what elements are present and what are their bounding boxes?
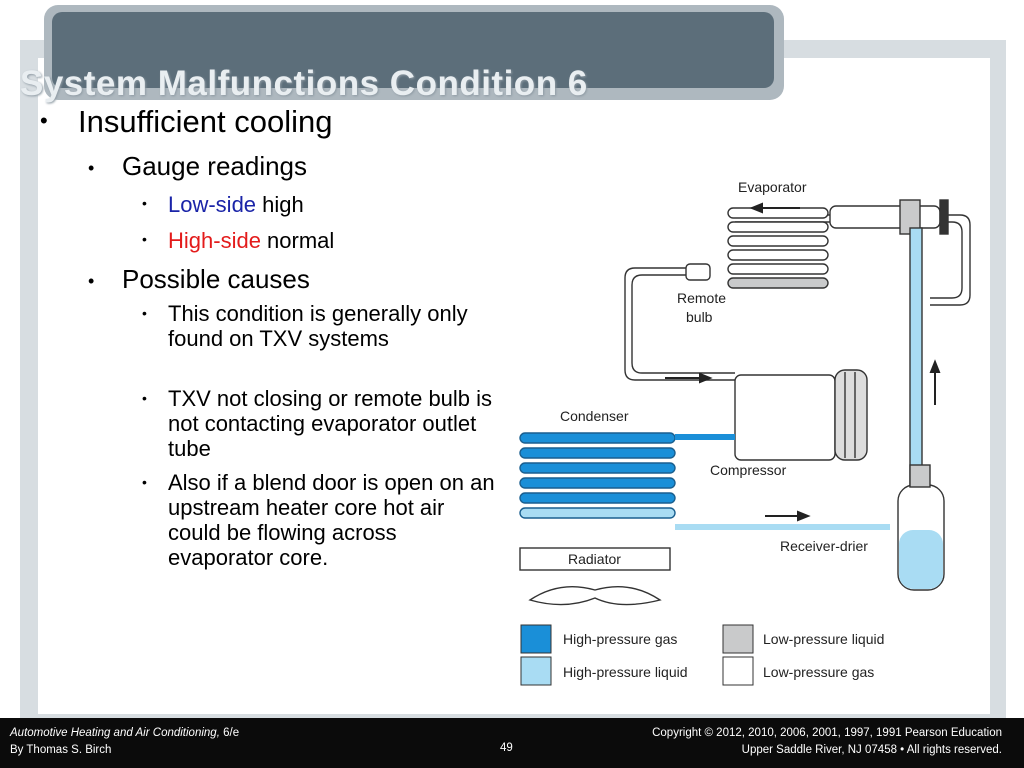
legend-swatch-low-liquid — [722, 624, 754, 654]
slide-title: System Malfunctions Condition 6 — [20, 64, 588, 103]
label-radiator: Radiator — [568, 551, 621, 567]
bullet-insufficient-cooling: Insufficient cooling — [78, 104, 333, 139]
footer-book-title: Automotive Heating and Air Conditioning, — [10, 727, 220, 739]
bullet-dot: • — [142, 390, 147, 406]
bullet-high-side: High-side normal — [168, 228, 334, 254]
footer-author: By Thomas S. Birch — [10, 744, 112, 756]
ac-system-diagram: Evaporator Remote bulb Condenser Compres… — [519, 179, 971, 686]
bullet-txv-systems: This condition is generally only found o… — [168, 301, 468, 351]
low-side-label: Low-side — [168, 192, 257, 217]
bullet-dot: • — [88, 271, 95, 291]
radiator — [519, 547, 671, 571]
bullet-gauge-readings: Gauge readings — [122, 151, 308, 181]
bullet-blend-door: Also if a blend door is open on an upstr… — [168, 470, 495, 570]
footer-copyright: Copyright © 2012, 2010, 2006, 2001, 1997… — [652, 727, 1002, 739]
footer-address: Upper Saddle River, NJ 07458 • All right… — [741, 744, 1002, 756]
high-side-value: normal — [260, 228, 335, 253]
bullet-dot: • — [142, 474, 147, 490]
high-side-label: High-side — [168, 228, 261, 253]
fan — [528, 585, 662, 606]
label-compressor: Compressor — [710, 462, 787, 478]
legend-swatch-high-gas — [520, 624, 552, 654]
bullet-dot: • — [142, 195, 147, 211]
bullet-dot: • — [40, 108, 48, 133]
title-banner-inner — [52, 12, 774, 88]
page-number: 49 — [500, 742, 513, 754]
label-remote-bulb-line2: bulb — [686, 309, 713, 325]
label-evaporator: Evaporator — [738, 179, 807, 195]
label-remote-bulb-line1: Remote — [677, 290, 726, 306]
compressor — [734, 369, 868, 461]
label-condenser: Condenser — [560, 408, 629, 424]
bullet-dot: • — [88, 158, 95, 178]
bullet-txv-not-closing: TXV not closing or remote bulb is not co… — [168, 386, 493, 461]
legend-high-gas: High-pressure gas — [563, 631, 677, 647]
bullet-dot: • — [142, 231, 147, 247]
flow-arrows — [665, 202, 941, 522]
evaporator-coil — [727, 207, 829, 289]
legend-swatch-low-gas — [722, 656, 754, 686]
receiver-drier — [897, 464, 945, 591]
condenser-coil — [519, 432, 676, 519]
footer-book: Automotive Heating and Air Conditioning,… — [10, 727, 239, 739]
bullet-dot: • — [142, 305, 147, 321]
low-side-value: high — [256, 192, 304, 217]
legend-high-liquid: High-pressure liquid — [563, 664, 688, 680]
legend-swatch-high-liquid — [520, 656, 552, 686]
legend-low-gas: Low-pressure gas — [763, 664, 874, 680]
bullet-possible-causes: Possible causes — [122, 264, 310, 294]
remote-bulb — [685, 263, 711, 281]
label-receiver-drier: Receiver-drier — [780, 538, 868, 554]
bullet-low-side: Low-side high — [168, 192, 304, 218]
footer-bar: Automotive Heating and Air Conditioning,… — [0, 718, 1024, 768]
legend: High-pressure gas High-pressure liquid L… — [520, 624, 884, 686]
legend-low-liquid: Low-pressure liquid — [763, 631, 884, 647]
footer-edition: 6/e — [219, 727, 240, 739]
